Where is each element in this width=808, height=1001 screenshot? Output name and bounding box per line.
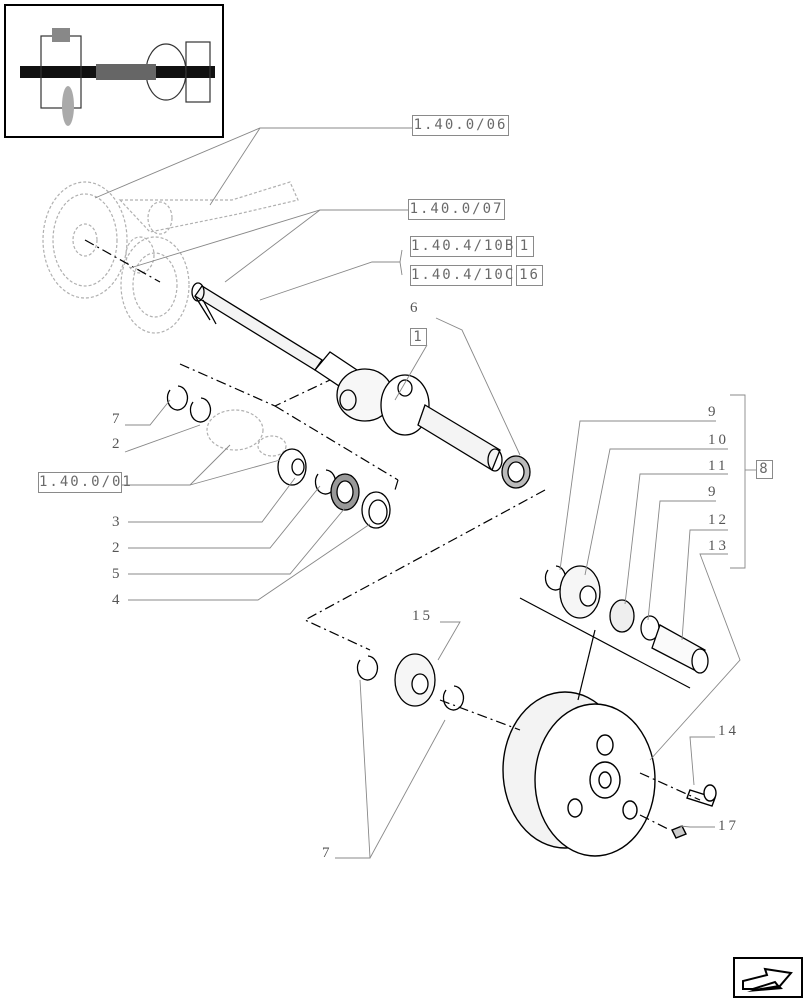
callout-7-bottom: 7 — [322, 845, 333, 861]
next-page-arrow-icon — [742, 967, 793, 992]
axle-overview-thumbnail-icon — [20, 28, 215, 126]
dashed-outline — [84, 239, 701, 831]
half-shaft — [191, 282, 503, 472]
callout-6: 6 — [410, 300, 421, 316]
callout-4: 4 — [112, 592, 123, 608]
planet-carrier — [502, 691, 717, 857]
callout-10: 10 — [708, 432, 729, 448]
callout-5: 5 — [112, 566, 123, 582]
callout-14: 14 — [718, 723, 739, 739]
ref-box-3[interactable]: 1.40.4/10B — [410, 236, 513, 257]
ref-box-3-qty: 1 — [516, 236, 534, 257]
callout-15: 15 — [412, 608, 433, 624]
leader-lines — [94, 127, 756, 859]
callout-12: 12 — [708, 512, 729, 528]
callout-2-top: 2 — [112, 436, 123, 452]
callout-9-top: 9 — [708, 404, 719, 420]
callout-7-top: 7 — [112, 411, 123, 427]
callout-11: 11 — [708, 458, 729, 474]
callout-9-bottom: 9 — [708, 484, 719, 500]
callout-6-qty: 1 — [410, 328, 427, 346]
ref-box-4-qty: 16 — [516, 265, 543, 286]
callout-17: 17 — [718, 818, 739, 834]
ref-box-5[interactable]: 1.40.0/01 — [38, 472, 131, 493]
ghost-crown-wheel — [42, 181, 299, 457]
axle-overview-thumbnail — [4, 4, 224, 138]
bracket-lines — [519, 597, 691, 701]
callout-3: 3 — [112, 514, 123, 530]
shaft-components-left — [166, 385, 531, 529]
ref-box-4[interactable]: 1.40.4/10C — [410, 265, 513, 286]
next-page-button[interactable] — [733, 957, 803, 998]
ref-box-1[interactable]: 1.40.0/06 — [412, 115, 509, 136]
planetary-gear-set — [356, 565, 709, 711]
ref-box-2[interactable]: 1.40.0/07 — [408, 199, 505, 220]
callout-2-bottom: 2 — [112, 540, 123, 556]
callout-8-group: 8 — [756, 460, 773, 479]
callout-13: 13 — [708, 538, 729, 554]
